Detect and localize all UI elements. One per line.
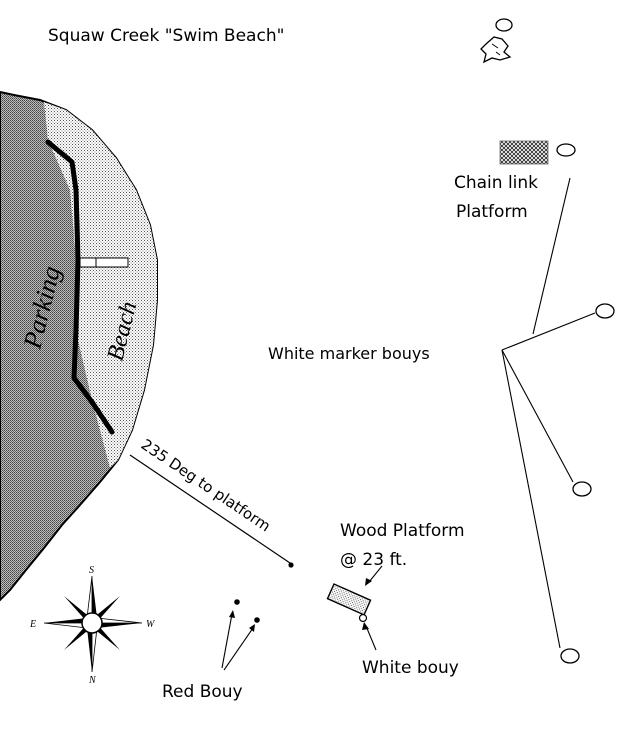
marker-line-chainlink: [532, 177, 571, 335]
white-bouy: [358, 613, 368, 623]
red-bouy-2: [254, 617, 260, 623]
red-bouy-pointer-1: [221, 613, 233, 669]
beach-area: [44, 102, 157, 468]
white-marker-bouys-label: White marker bouys: [268, 344, 430, 363]
compass-west-label: W: [146, 619, 156, 630]
marker-bouy-low: [560, 648, 580, 664]
compass-south-label: S: [89, 565, 94, 576]
wood-platform-pointer: [368, 565, 383, 583]
beach-sign: [79, 257, 129, 268]
chain-link-bouy: [556, 143, 576, 157]
red-bouy-label: Red Bouy: [162, 682, 243, 702]
marker-bouy-top: [495, 18, 513, 32]
white-bouy-label: White bouy: [362, 658, 459, 678]
chain-link-label-1: Chain link: [454, 173, 538, 193]
marker-bouy-right: [595, 303, 615, 319]
chain-link-label-2: Platform: [456, 202, 528, 222]
compass-north-label: N: [88, 675, 97, 686]
map-title: Squaw Creek "Swim Beach": [48, 26, 284, 46]
marker-bouy-mid: [572, 481, 592, 497]
marker-line-mid: [501, 349, 574, 483]
compass-rose: [43, 575, 143, 673]
wood-platform-label-2: @ 23 ft.: [340, 550, 407, 570]
marker-line-low: [501, 349, 561, 649]
wood-platform-label-1: Wood Platform: [340, 521, 465, 541]
tree-icon: [480, 36, 512, 64]
red-bouy-1: [234, 599, 240, 605]
bearing-arrow-tip: [288, 562, 294, 568]
marker-line-right: [501, 312, 596, 351]
parking-boundary: [45, 139, 115, 435]
red-bouy-pointer-2: [223, 627, 254, 671]
compass-east-label: E: [29, 619, 36, 630]
chain-link-platform: [499, 140, 549, 165]
bearing-label: 235 Deg to platform: [138, 435, 274, 535]
bearing-arrow: [129, 454, 291, 564]
white-bouy-pointer: [365, 625, 377, 651]
wood-platform: [326, 583, 372, 616]
